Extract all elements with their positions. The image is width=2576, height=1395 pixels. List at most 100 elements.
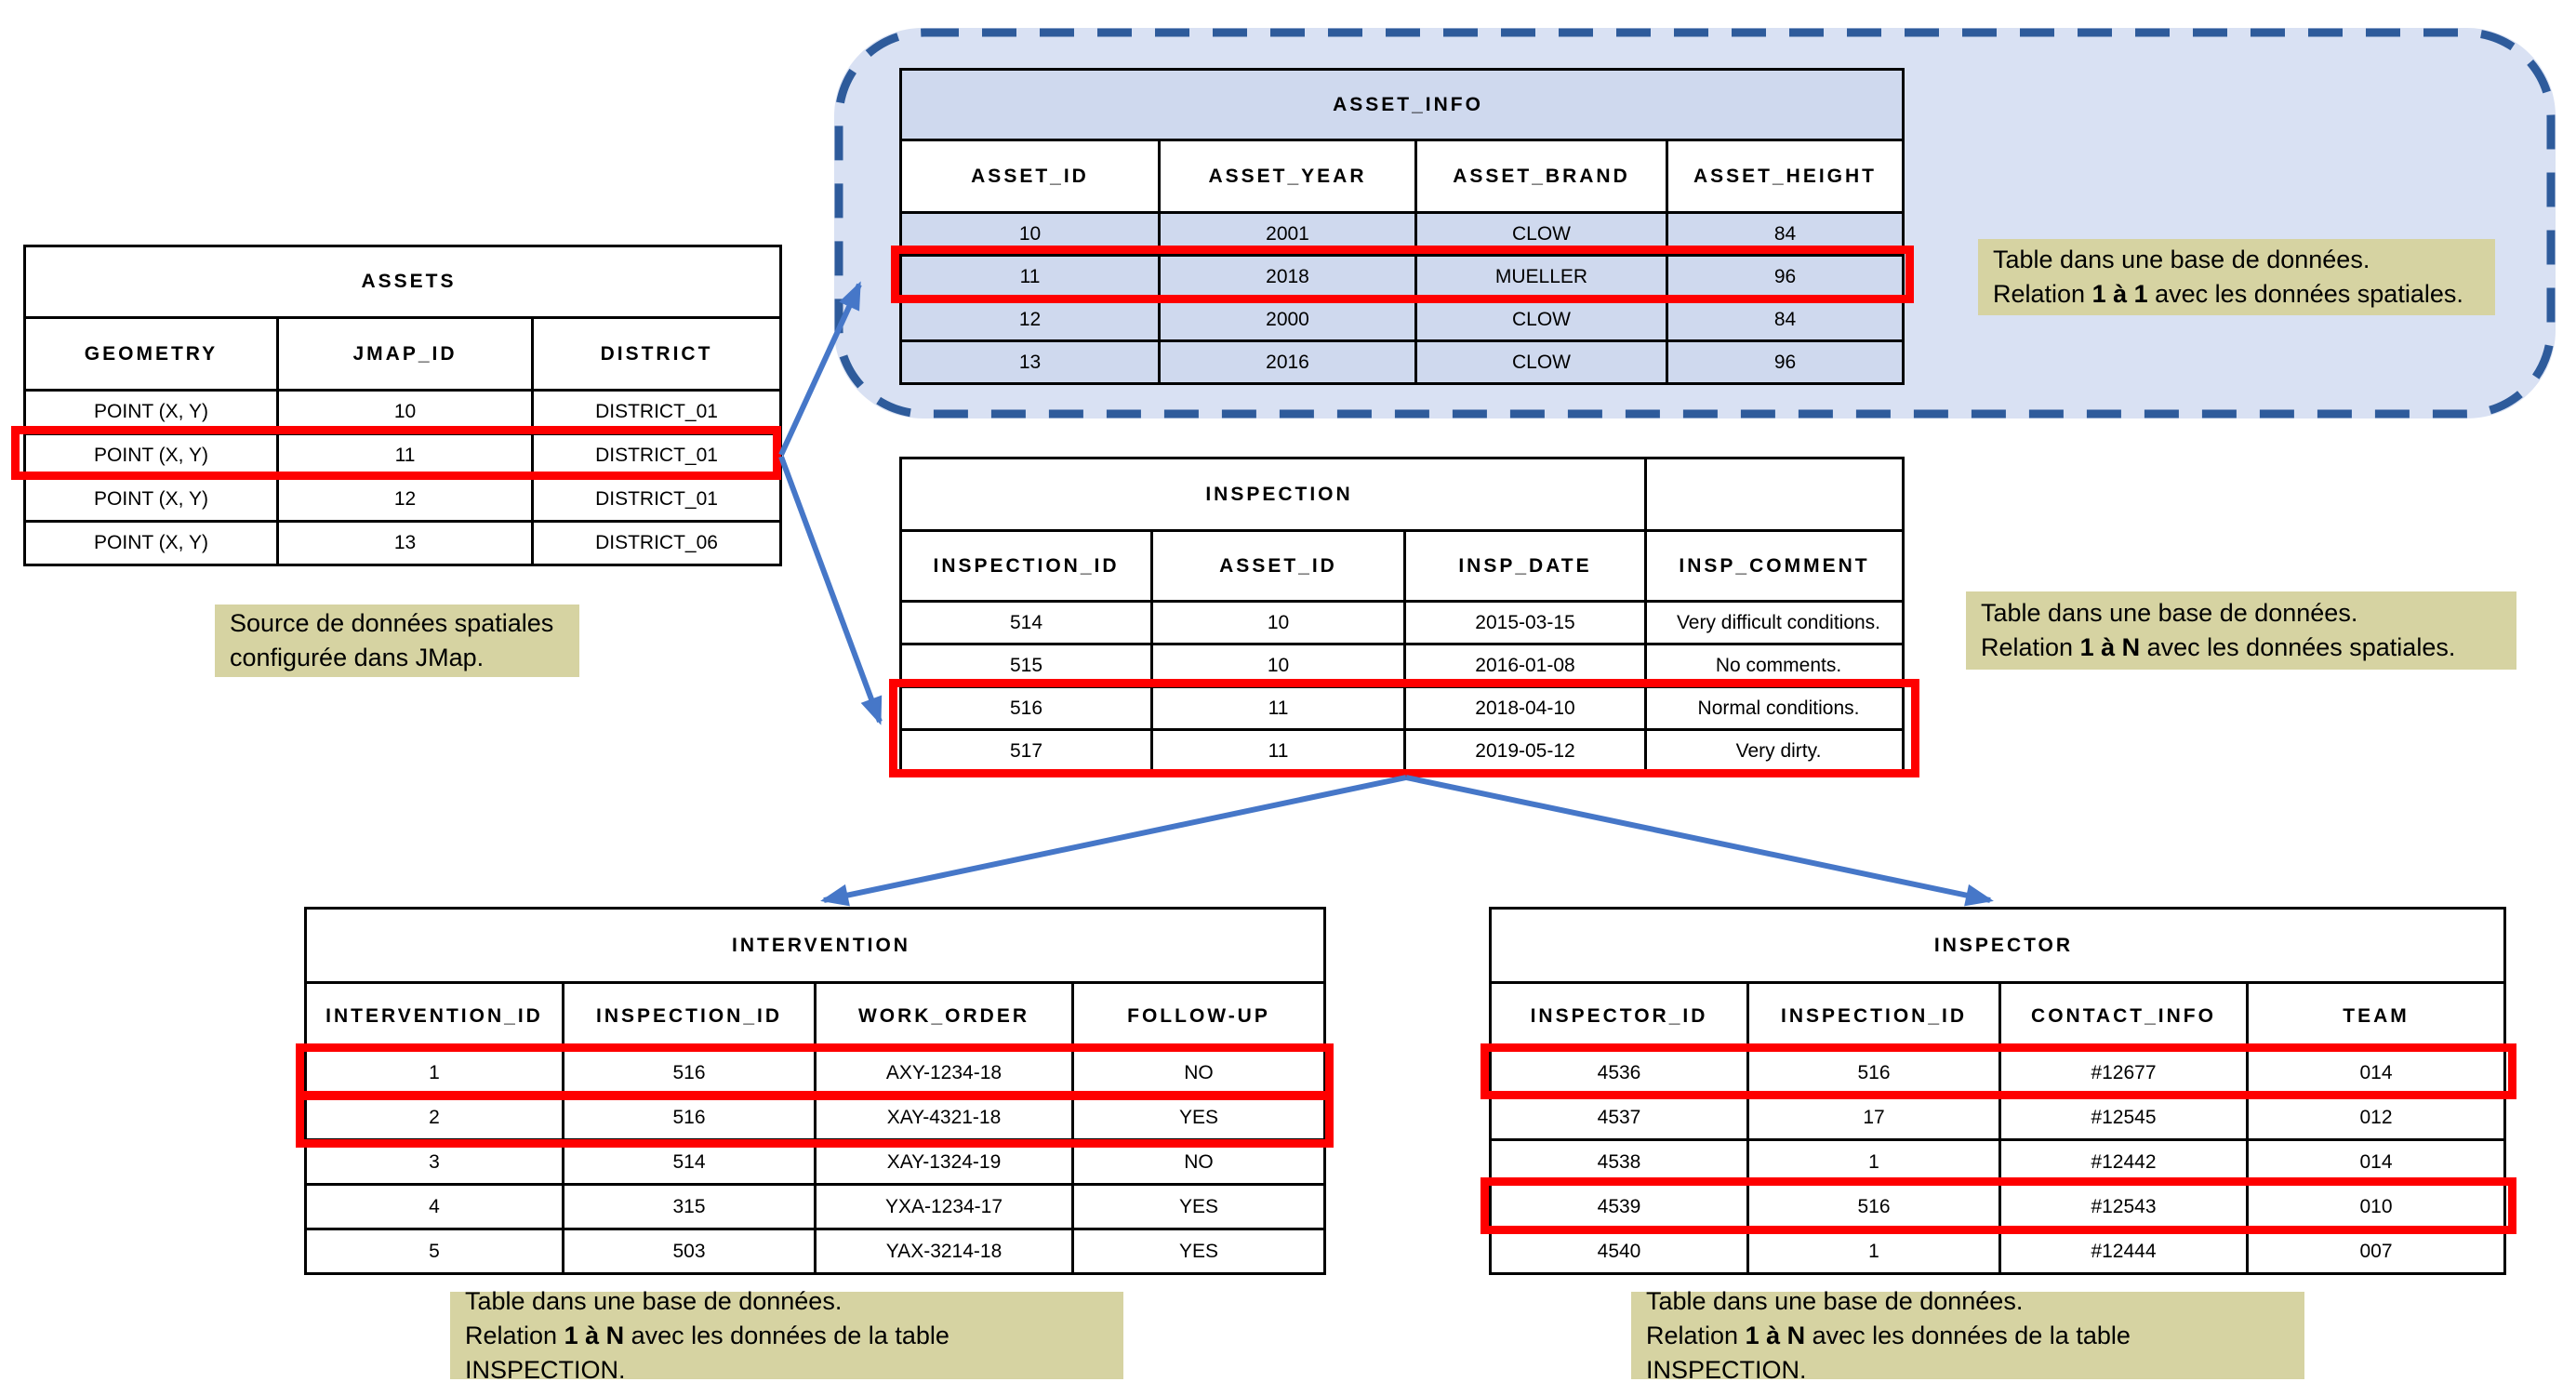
table-inspection: INSPECTION INSPECTION_ID ASSET_ID INSP_D… [899, 457, 1905, 774]
table-cell: 11 [1150, 728, 1406, 774]
column-header: FOLLOW-UP [1071, 981, 1326, 1052]
table-row: 4 315 YXA-1234-17 YES [304, 1183, 1326, 1230]
table-cell: 515 [899, 643, 1153, 688]
table-row: 11 2018 MUELLER 96 [899, 254, 1905, 299]
table-cell: #12444 [1998, 1228, 2249, 1275]
table-intervention: INTERVENTION INTERVENTION_ID INSPECTION_… [304, 907, 1326, 1275]
table-cell: 514 [899, 600, 1153, 645]
table-cell: 014 [2246, 1049, 2506, 1096]
table-row: 3 514 XAY-1324-19 NO [304, 1138, 1326, 1186]
table-row: 515 10 2016-01-08 No comments. [899, 643, 1905, 688]
column-header: INSP_COMMENT [1644, 529, 1905, 603]
table-cell: #12442 [1998, 1138, 2249, 1186]
arrow-inspection-to-intervention [820, 775, 1407, 907]
table-cell: 96 [1666, 339, 1905, 385]
table-row: 4540 1 #12444 007 [1489, 1228, 2506, 1275]
table-cell: YAX-3214-18 [814, 1228, 1074, 1275]
table-cell: 11 [1150, 685, 1406, 731]
table-cell: No comments. [1644, 643, 1905, 688]
table-row: 514 10 2015-03-15 Very difficult conditi… [899, 600, 1905, 645]
table-title-inspection: INSPECTION [899, 457, 1647, 532]
table-cell: 4538 [1489, 1138, 1749, 1186]
table-cell: NO [1071, 1138, 1326, 1186]
table-cell: Very difficult conditions. [1644, 600, 1905, 645]
table-cell: 5 [304, 1228, 564, 1275]
table-cell: Very dirty. [1644, 728, 1905, 774]
note-line: Relation 1 à N avec les données spatiale… [1981, 633, 2456, 661]
table-cell: XAY-1324-19 [814, 1138, 1074, 1186]
table-cell: 10 [899, 211, 1161, 257]
table-row: 4536 516 #12677 014 [1489, 1049, 2506, 1096]
table-title-intervention: INTERVENTION [304, 907, 1326, 984]
table-cell: 96 [1666, 254, 1905, 299]
note-line: Relation 1 à N avec les données de la ta… [465, 1321, 949, 1384]
table-title-assets: ASSETS [23, 245, 782, 319]
arrow-assets-to-inspection [778, 455, 883, 725]
note-line: Table dans une base de données. [1981, 599, 2358, 627]
table-row: 12 2000 CLOW 84 [899, 297, 1905, 342]
table-cell: 516 [562, 1049, 817, 1096]
note-line: Table dans une base de données. [1993, 246, 2370, 273]
table-cell: 10 [276, 389, 534, 435]
table-row: POINT (X, Y) 11 DISTRICT_01 [23, 432, 782, 479]
table-cell: 014 [2246, 1138, 2506, 1186]
table-cell: 4539 [1489, 1183, 1749, 1230]
note-relation-1-n-spatial: Table dans une base de données. Relation… [1966, 591, 2516, 670]
note-relation-1-n-intervention: Table dans une base de données. Relation… [450, 1287, 1123, 1384]
table-cell: 517 [899, 728, 1153, 774]
table-cell: DISTRICT_01 [531, 432, 782, 479]
table-cell: 2000 [1158, 297, 1417, 342]
table-cell: POINT (X, Y) [23, 432, 279, 479]
table-asset-info: ASSET_INFO ASSET_ID ASSET_YEAR ASSET_BRA… [899, 68, 1905, 385]
table-cell: 2018 [1158, 254, 1417, 299]
table-cell: 4537 [1489, 1094, 1749, 1141]
table-cell: #12543 [1998, 1183, 2249, 1230]
table-cell: 84 [1666, 297, 1905, 342]
table-row: POINT (X, Y) 12 DISTRICT_01 [23, 476, 782, 523]
table-row: 4538 1 #12442 014 [1489, 1138, 2506, 1186]
table-cell: #12545 [1998, 1094, 2249, 1141]
table-cell: YXA-1234-17 [814, 1183, 1074, 1230]
column-header: CONTACT_INFO [1998, 981, 2249, 1052]
table-cell: 007 [2246, 1228, 2506, 1275]
table-cell: YES [1071, 1094, 1326, 1141]
column-header: ASSET_BRAND [1414, 139, 1668, 214]
table-cell: 84 [1666, 211, 1905, 257]
table-cell: XAY-4321-18 [814, 1094, 1074, 1141]
column-header: INTERVENTION_ID [304, 981, 564, 1052]
table-cell: YES [1071, 1228, 1326, 1275]
table-cell: 012 [2246, 1094, 2506, 1141]
table-row: POINT (X, Y) 13 DISTRICT_06 [23, 520, 782, 566]
arrow-inspection-to-inspector [1405, 775, 1994, 907]
table-cell: 516 [1746, 1183, 2001, 1230]
table-cell: 10 [1150, 643, 1406, 688]
column-header: TEAM [2246, 981, 2506, 1052]
table-cell: 11 [899, 254, 1161, 299]
table-cell: 010 [2246, 1183, 2506, 1230]
table-cell: 516 [899, 685, 1153, 731]
table-cell: 11 [276, 432, 534, 479]
table-cell: DISTRICT_01 [531, 476, 782, 523]
table-row: 10 2001 CLOW 84 [899, 211, 1905, 257]
column-header: INSPECTION_ID [562, 981, 817, 1052]
table-cell: 10 [1150, 600, 1406, 645]
table-cell: CLOW [1414, 211, 1668, 257]
table-cell: AXY-1234-18 [814, 1049, 1074, 1096]
column-header: ASSET_ID [1150, 529, 1406, 603]
table-row: 517 11 2019-05-12 Very dirty. [899, 728, 1905, 774]
note-line: Table dans une base de données. [465, 1286, 843, 1315]
table-row: 516 11 2018-04-10 Normal conditions. [899, 685, 1905, 731]
table-cell: CLOW [1414, 339, 1668, 385]
table-row: 4539 516 #12543 010 [1489, 1183, 2506, 1230]
column-header: ASSET_YEAR [1158, 139, 1417, 214]
table-cell: DISTRICT_06 [531, 520, 782, 566]
table-cell: YES [1071, 1183, 1326, 1230]
table-cell: POINT (X, Y) [23, 520, 279, 566]
note-relation-1-1: Table dans une base de données. Relation… [1978, 239, 2495, 315]
note-line: Relation 1 à 1 avec les données spatiale… [1993, 280, 2463, 308]
table-cell: CLOW [1414, 297, 1668, 342]
column-header: INSPECTOR_ID [1489, 981, 1749, 1052]
note-line: Relation 1 à N avec les données de la ta… [1646, 1321, 2131, 1384]
table-cell: DISTRICT_01 [531, 389, 782, 435]
